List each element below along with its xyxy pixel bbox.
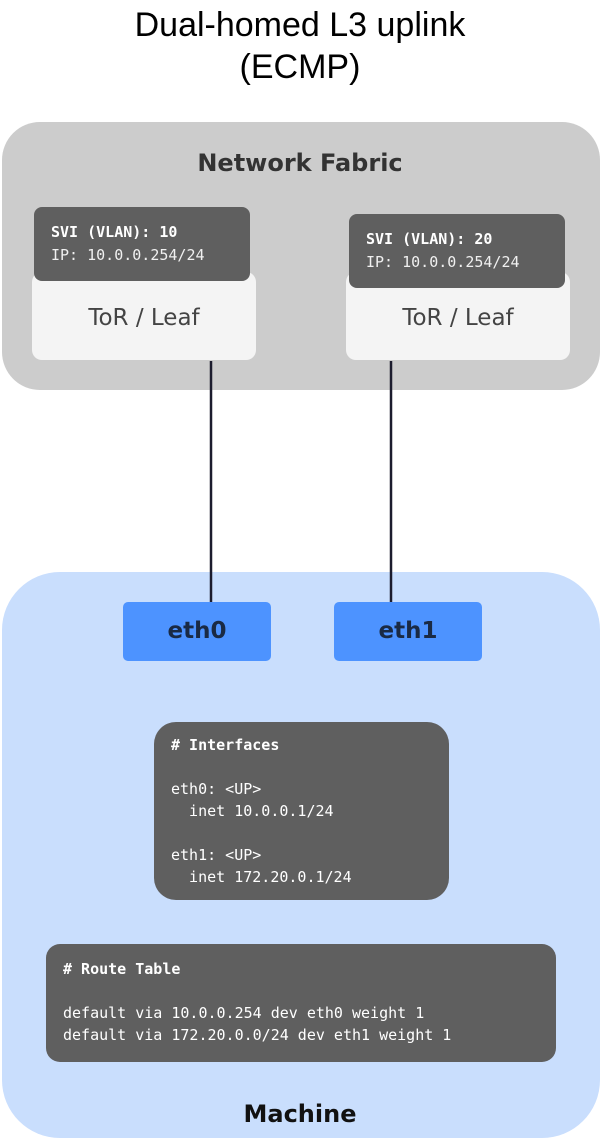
eth1-inet: inet 172.20.0.1/24	[171, 868, 352, 886]
machine-label: Machine	[243, 1100, 357, 1128]
svi-vlan-10-line: SVI (VLAN): 10	[51, 223, 178, 241]
route-table-panel: # Route Table default via 10.0.0.254 dev …	[46, 944, 556, 1062]
tor-leaf-1-label: ToR / Leaf	[88, 305, 200, 331]
route-table-header: # Route Table	[63, 960, 181, 978]
eth0-inet: inet 10.0.0.1/24	[171, 802, 334, 820]
eth0-interface[interactable]: eth0	[123, 602, 271, 661]
network-fabric-label: Network Fabric	[197, 149, 403, 177]
route-entry-2: default via 172.20.0.0/24 dev eth1 weigh…	[63, 1026, 452, 1044]
svi-box-vlan-20: SVI (VLAN): 20 IP: 10.0.0.254/24	[349, 214, 565, 288]
eth0-state: eth0: <UP>	[171, 780, 262, 798]
tor-leaf-1: ToR / Leaf	[32, 272, 256, 360]
tor-leaf-2-label: ToR / Leaf	[402, 305, 514, 331]
svi-box-vlan-10: SVI (VLAN): 10 IP: 10.0.0.254/24	[34, 207, 250, 281]
svi-vlan-20-line: SVI (VLAN): 20	[366, 230, 493, 248]
svi-vlan-10-ip: IP: 10.0.0.254/24	[51, 246, 205, 264]
route-entry-1: default via 10.0.0.254 dev eth0 weight 1	[63, 1004, 425, 1022]
interfaces-header: # Interfaces	[171, 736, 280, 754]
title-line-2: (ECMP)	[239, 48, 361, 86]
eth1-interface[interactable]: eth1	[334, 602, 482, 661]
eth1-state: eth1: <UP>	[171, 846, 262, 864]
interfaces-panel: # Interfaces eth0: <UP> inet 10.0.0.1/24 e…	[154, 722, 449, 900]
diagram-title: Dual-homed L3 uplink (ECMP)	[0, 4, 600, 88]
title-line-1: Dual-homed L3 uplink	[134, 6, 466, 44]
svi-vlan-20-ip: IP: 10.0.0.254/24	[366, 253, 520, 271]
